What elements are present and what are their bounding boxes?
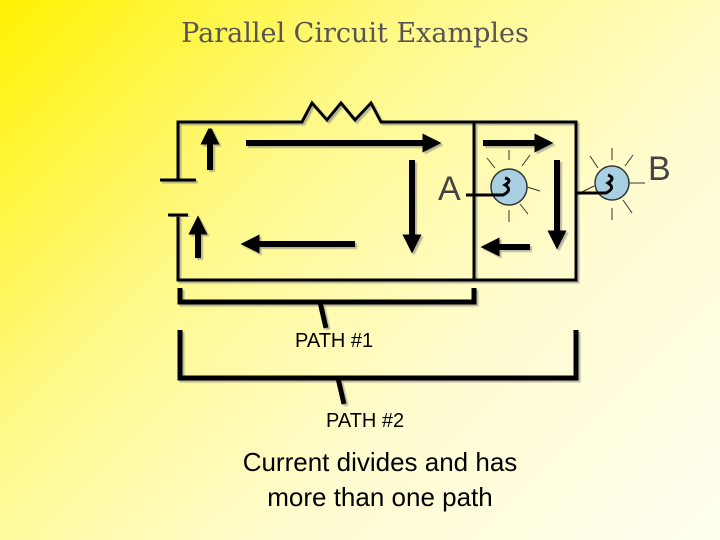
battery-icon	[160, 178, 196, 217]
light-bulb-icon	[576, 148, 645, 220]
bracket-icon	[177, 288, 477, 329]
circuit-wires	[176, 100, 578, 282]
caption: Current divides and has more than one pa…	[195, 445, 565, 515]
bulb-a-label: A	[438, 170, 461, 208]
path-1-label: PATH #1	[295, 330, 374, 352]
current-arrows	[188, 125, 567, 258]
bracket-icon	[177, 330, 579, 405]
caption-line-1: Current divides and has	[242, 447, 518, 477]
caption-line-2: more than one path	[267, 482, 493, 512]
bulb-b-label: B	[648, 150, 671, 188]
page-title: Parallel Circuit Examples	[181, 18, 529, 49]
path-2-label: PATH #2	[326, 410, 405, 432]
light-bulb-icon	[466, 150, 541, 222]
